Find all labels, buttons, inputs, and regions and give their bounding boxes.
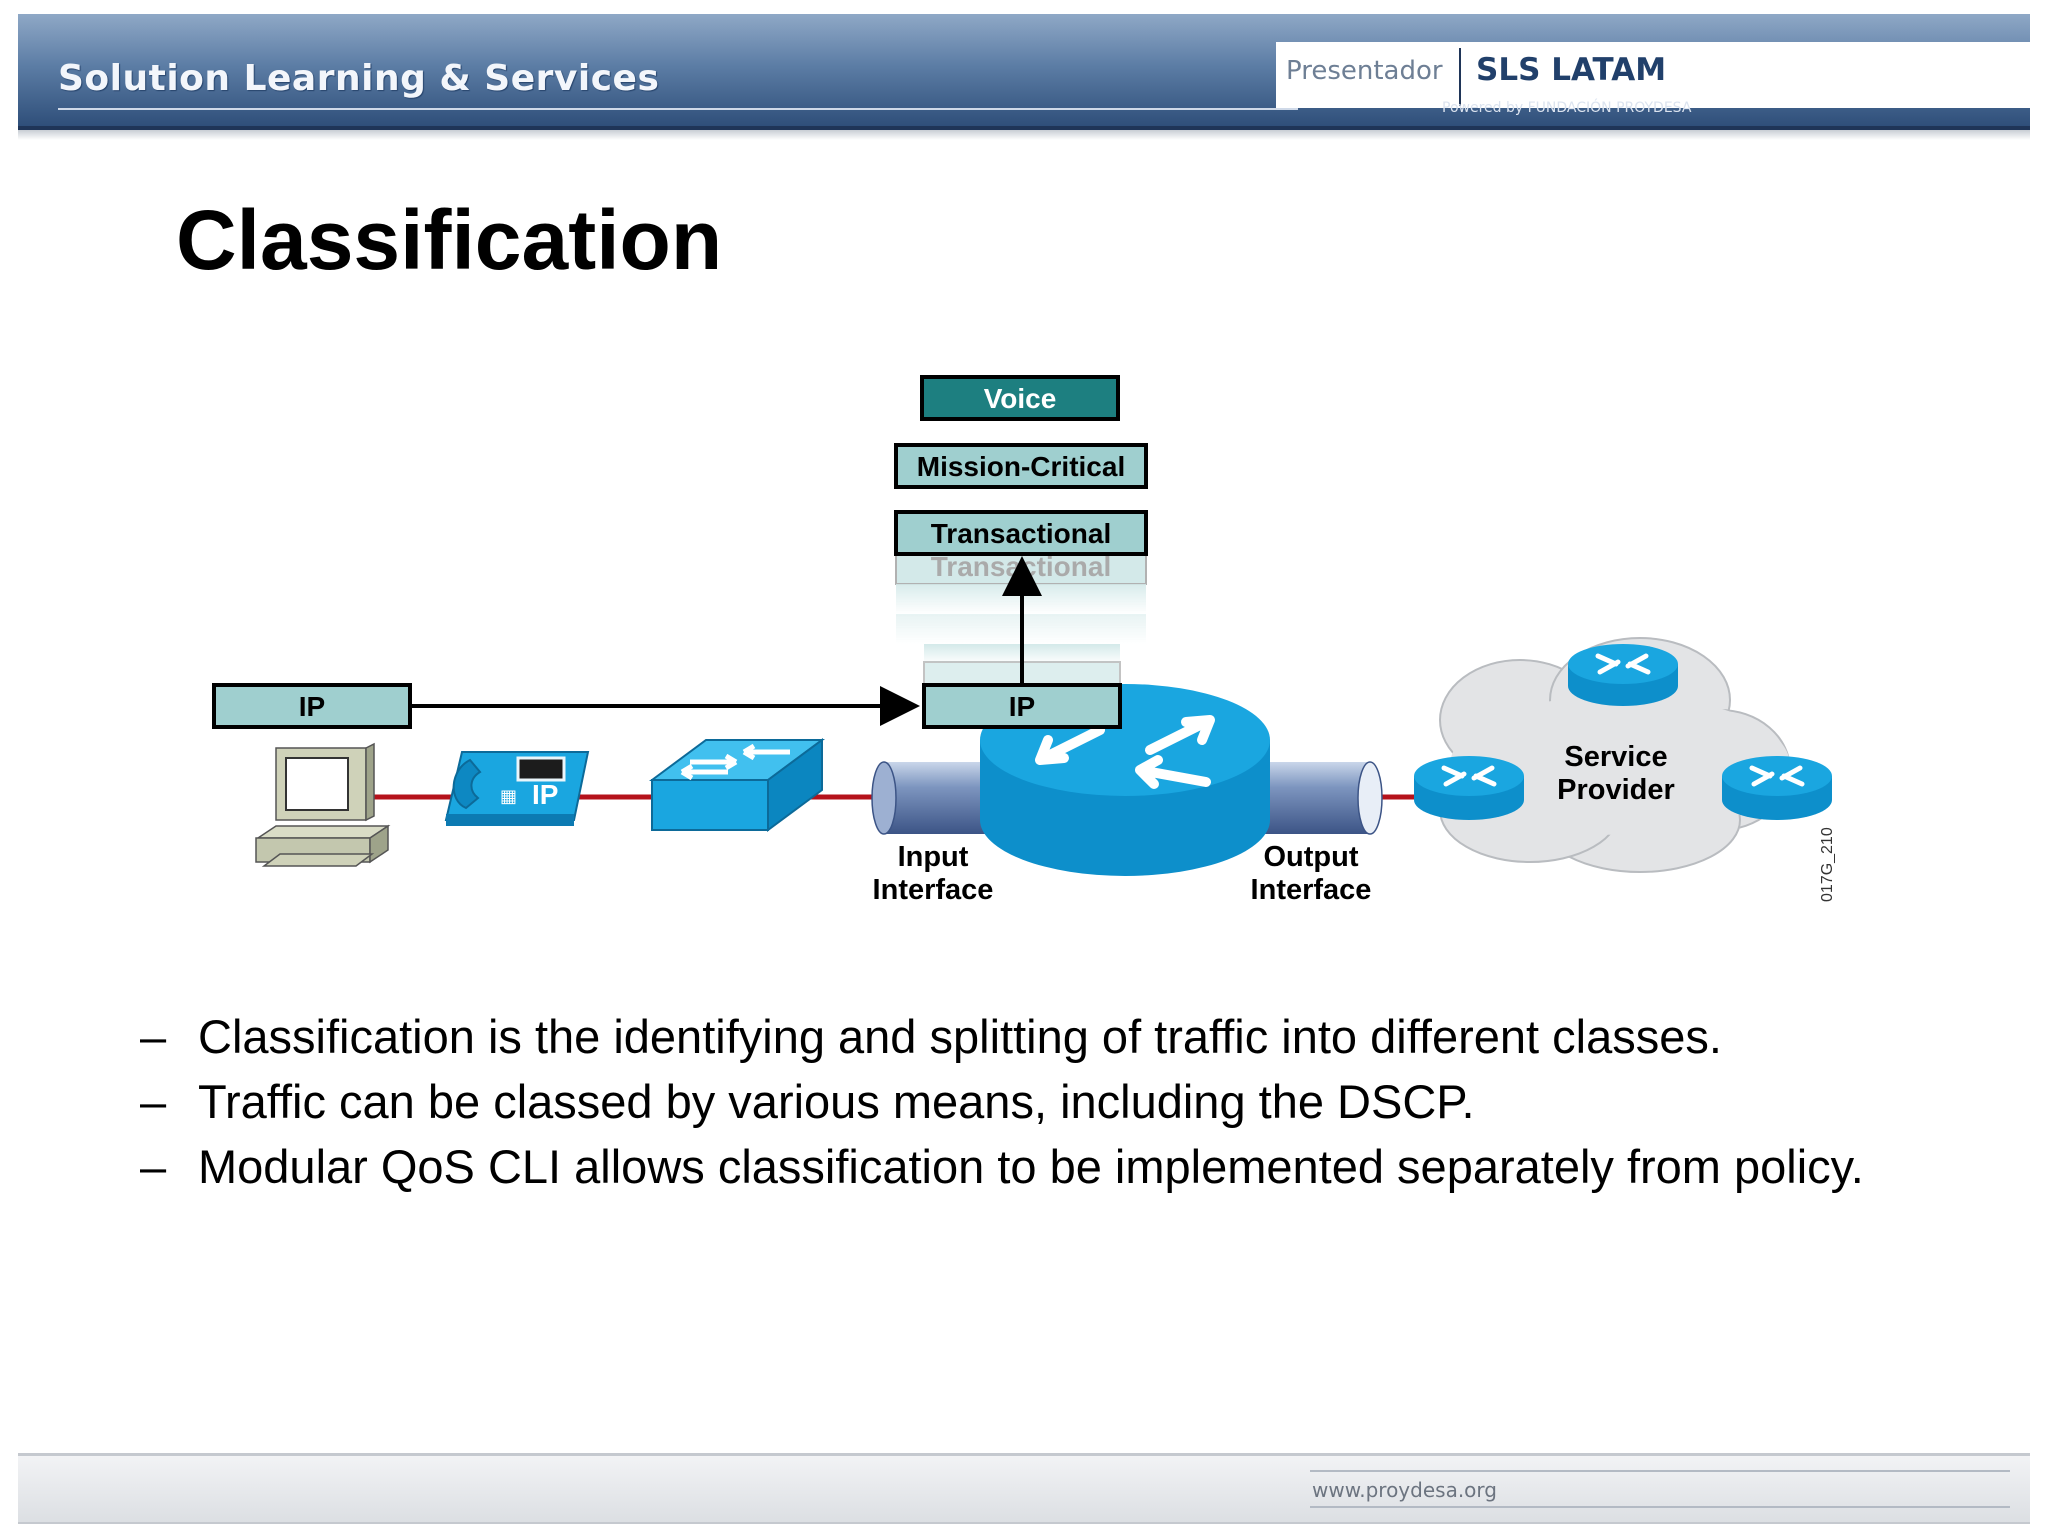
footer-url: www.proydesa.org	[1312, 1478, 1497, 1502]
powered-by: Powered by FUNDACIÓN PROYDESA	[1442, 100, 1692, 116]
router-icon	[980, 684, 1270, 876]
brand-box: Presentador SLS LATAM	[1276, 42, 2030, 108]
footer-rule	[1310, 1470, 2010, 1472]
phone-ip-label: IP	[532, 779, 558, 810]
class-mission-critical-label: Mission-Critical	[917, 451, 1125, 482]
ip-packet-router-label: IP	[1009, 691, 1035, 722]
ip-phone-icon: IP ▦	[444, 751, 590, 826]
bullet-dash: –	[140, 1075, 167, 1128]
service-provider-label-1: Service	[1564, 741, 1667, 773]
class-voice-label: Voice	[984, 383, 1057, 414]
brand-name: SLS LATAM	[1476, 52, 1667, 88]
figure-id: 017G_210	[1819, 827, 1836, 902]
slide-title: Classification	[176, 193, 723, 287]
class-box-transactional: Transactional	[894, 510, 1148, 556]
footer-rule-bottom	[1310, 1506, 2010, 1508]
class-box-voice: Voice	[920, 375, 1120, 421]
bullet-item: – Traffic can be classed by various mean…	[140, 1075, 1900, 1129]
switch-icon	[648, 738, 826, 832]
bullet-dash: –	[140, 1010, 167, 1063]
bullet-dash: –	[140, 1140, 167, 1193]
banner-shadow	[18, 130, 2030, 140]
bullet-item: – Modular QoS CLI allows classification …	[140, 1140, 1900, 1194]
ip-packet-left-label: IP	[299, 691, 325, 722]
brand-separator	[1459, 48, 1461, 106]
bullet-text: Traffic can be classed by various means,…	[198, 1075, 1475, 1128]
provider-router-right-icon	[1722, 756, 1832, 820]
presenter-label: Presentador	[1286, 56, 1443, 86]
output-interface-label-1: Output	[1263, 841, 1358, 873]
provider-router-top-icon	[1568, 644, 1678, 706]
pc-icon	[255, 742, 391, 867]
banner-underline	[58, 108, 1298, 110]
ip-packet-left: IP	[212, 683, 412, 729]
bullet-text: Modular QoS CLI allows classification to…	[198, 1140, 1864, 1193]
banner-title: Solution Learning & Services	[58, 58, 660, 99]
header-banner: Solution Learning & Services Presentador…	[18, 14, 2030, 130]
service-provider-label-2: Provider	[1557, 774, 1675, 806]
bullet-item: – Classification is the identifying and …	[140, 1010, 1900, 1064]
output-interface-label-2: Interface	[1251, 874, 1372, 906]
class-transactional-label: Transactional	[931, 518, 1112, 549]
bullet-text: Classification is the identifying and sp…	[198, 1010, 1722, 1063]
provider-router-left-icon	[1414, 756, 1524, 820]
footer-bar: www.proydesa.org	[18, 1453, 2030, 1524]
ip-packet-router: IP	[922, 683, 1122, 729]
phone-keypad-icon: ▦	[500, 786, 517, 807]
class-box-mission-critical: Mission-Critical	[894, 443, 1148, 489]
input-interface-label-1: Input	[898, 841, 969, 873]
input-interface-label-2: Interface	[873, 874, 994, 906]
bullet-list: – Classification is the identifying and …	[140, 1010, 1900, 1205]
